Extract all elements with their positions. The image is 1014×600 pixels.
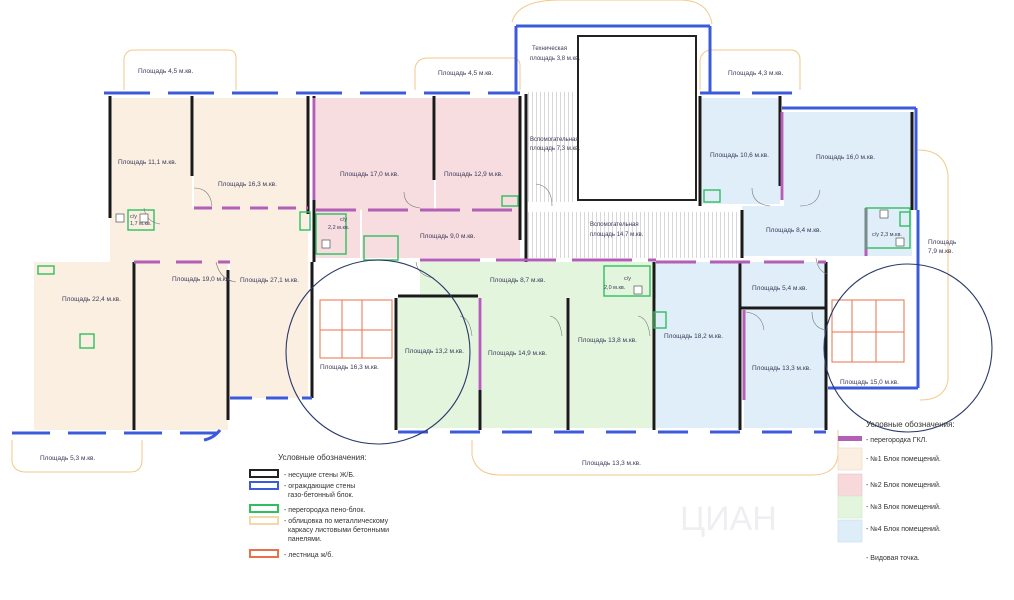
wc-label: с/у (130, 214, 137, 220)
block-4-rooms (656, 98, 912, 428)
wc-label: с/у 2,3 м.кв. (872, 232, 902, 238)
legend-item: - №4 Блок помещений. (866, 525, 941, 533)
room-label: Площадь 13,3 м.кв. (752, 365, 811, 372)
legend-right: Условные обозначения: - перегородка ГКЛ.… (837, 420, 955, 562)
legend-item: газо-бетонный блок. (288, 491, 354, 499)
wc-label: с/у (340, 217, 347, 223)
room-label: Площадь 12,9 м.кв. (444, 171, 503, 178)
block-3-rooms (398, 262, 656, 428)
legend-swatch-block-4 (837, 519, 863, 543)
block-1-rooms (34, 98, 308, 430)
balcony-label: Площадь 5,3 м.кв. (40, 455, 96, 462)
gkl-partitions (134, 98, 868, 400)
stair-right (831, 299, 905, 363)
balcony-label: Площадь 4,5 м.кв. (438, 70, 494, 77)
balcony-label: 7,9 м.кв. (928, 248, 953, 255)
room-labels: Площадь 11,1 м.кв. Площадь 16,3 м.кв. Пл… (62, 152, 899, 386)
auxiliary-areas (528, 35, 740, 258)
legend-item: - №3 Блок помещений. (866, 503, 941, 511)
legend-item: - перегородка ГКЛ. (866, 437, 927, 444)
legend-title: Условные обозначения: (866, 420, 955, 429)
balconies (11, 0, 949, 476)
room-label: Площадь 13,8 м.кв. (578, 337, 637, 344)
legend-swatch-block (249, 481, 279, 490)
legend-item: - №1 Блок помещений. (866, 455, 941, 463)
wc-label: 2,0 м.кв. (604, 285, 626, 291)
sanitary-fixtures (115, 209, 905, 295)
aux-area-label: Вспомогательная (590, 222, 639, 228)
door-swings (143, 183, 829, 337)
legend-swatch-gkl (838, 436, 862, 441)
legend-left: Условные обозначения: - несущие стены Ж/… (249, 453, 389, 559)
legend-item: - перегородка пено-блок. (284, 506, 365, 514)
legend-title: Условные обозначения: (278, 453, 367, 462)
utility-labels: с/у 1,7 м.кв. с/у 2,2 м.кв. с/у 2,0 м.кв… (130, 46, 957, 291)
room-label: Площадь 10,6 м.кв. (710, 152, 769, 159)
legend-swatch-cladding (249, 516, 279, 525)
legend-item: панелями. (288, 536, 322, 543)
room-label: Площадь 8,7 м.кв. (490, 277, 546, 284)
view-point-right (823, 263, 993, 433)
aux-area-label: площадь 14,7 м.кв. (590, 232, 644, 238)
legend-item: - несущие стены Ж/Б. (284, 472, 355, 479)
balcony-label: Площадь 4,3 м.кв. (728, 70, 784, 77)
room-label: Площадь 19,0 м.кв. (172, 276, 231, 283)
legend-item: - ограждающие стены (284, 483, 355, 490)
legend-item: каркасу листовыми бетонными (288, 526, 389, 534)
exterior-walls (12, 24, 920, 442)
legend-swatch-stair (249, 549, 279, 558)
room-label: Площадь 16,0 м.кв. (816, 154, 875, 161)
tech-area-label: площадь 3,8 м.кв. (530, 56, 580, 62)
legend-swatch-foam (249, 504, 279, 513)
legend-item: - лестница ж/б. (284, 551, 333, 559)
balcony-label: Площадь (928, 239, 957, 246)
room-label: Площадь 16,3 м.кв. (320, 364, 379, 371)
room-label: Площадь 11,1 м.кв. (118, 159, 177, 166)
stair-left (319, 299, 393, 359)
legend-item: - №2 Блок помещений. (866, 481, 941, 489)
balcony-label: Площадь 4,5 м.кв. (138, 68, 194, 75)
room-label: Площадь 18,2 м.кв. (664, 333, 723, 340)
wc-label: 2,2 м.кв. (328, 225, 350, 231)
room-label: Площадь 16,3 м.кв. (218, 181, 277, 188)
view-point-left (285, 259, 471, 445)
legend-item: - Видовая точка. (866, 555, 920, 562)
room-label: Площадь 17,0 м.кв. (340, 171, 399, 178)
room-label: Площадь 15,0 м.кв. (840, 379, 899, 386)
room-label: Площадь 5,4 м.кв. (752, 285, 808, 292)
room-label: Площадь 9,0 м.кв. (420, 233, 476, 240)
watermark: ЦИАН (680, 500, 777, 538)
wc-label: 1,7 м.кв. (130, 221, 152, 227)
legend-swatch-block-1 (837, 447, 863, 471)
foam-partitions (37, 189, 911, 329)
legend-item: - облицовка по металлическому (284, 517, 389, 525)
legend-swatch-block-3 (837, 495, 863, 519)
wc-label: с/у (624, 276, 631, 282)
aux-area-label: площадь 7,3 м.кв. (530, 146, 580, 152)
tech-area-label: Техническая (532, 46, 567, 52)
aux-area-label: Вспомогательная (530, 137, 579, 143)
room-label: Площадь 27,1 м.кв. (240, 277, 299, 284)
room-label: Площадь 13,2 м.кв. (405, 348, 464, 355)
balcony-label: Площадь 13,3 м.кв. (582, 460, 641, 467)
room-label: Площадь 14,9 м.кв. (488, 350, 547, 357)
block-2-rooms (316, 98, 520, 258)
room-label: Площадь 22,4 м.кв. (62, 296, 121, 303)
room-label: Площадь 8,4 м.кв. (766, 227, 822, 234)
legend-swatch-block-2 (837, 473, 863, 497)
outdoor-area-labels: Площадь 4,5 м.кв. Площадь 4,5 м.кв. Площ… (40, 68, 784, 467)
legend-swatch-bearing (249, 469, 279, 478)
marker-square (79, 333, 95, 349)
view-points (285, 259, 993, 445)
